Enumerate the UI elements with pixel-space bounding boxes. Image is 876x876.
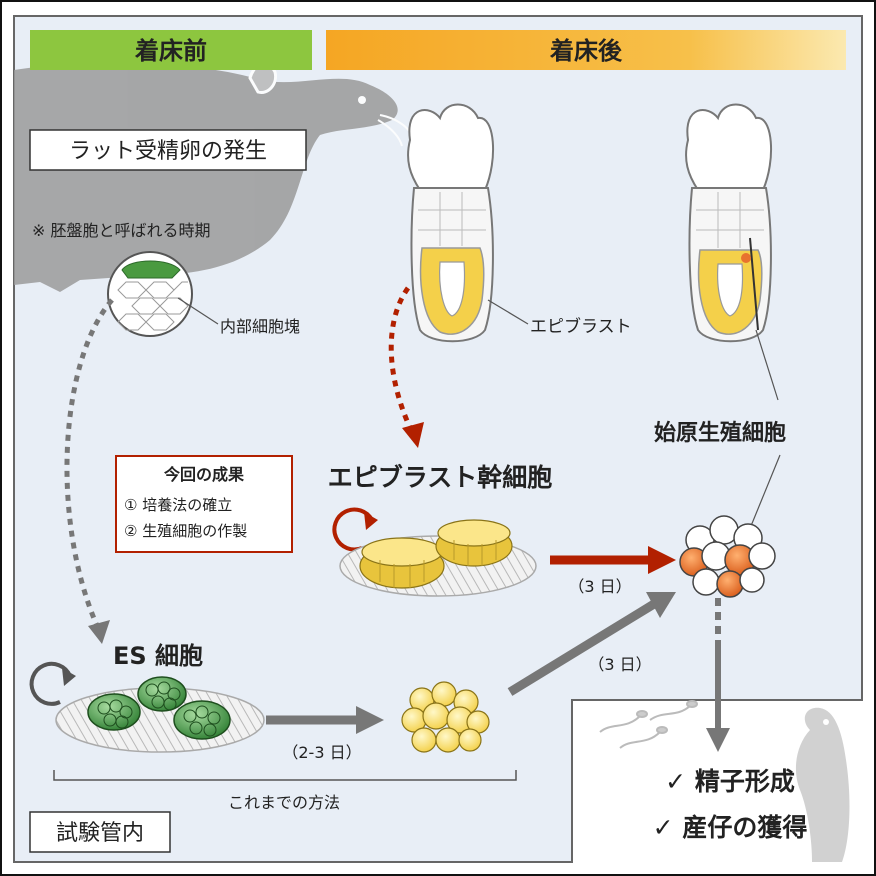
header-post-bar: [326, 30, 846, 70]
offspring-rat-silhouette: [795, 707, 850, 862]
rat-egg-label-box: [29, 129, 307, 171]
pgc-transplant-arrowhead: [706, 728, 730, 752]
epiblast-derivation-arrowhead: [402, 422, 424, 448]
blastocyst: [107, 251, 193, 337]
in-vitro-label-box: [29, 811, 171, 853]
previous-method-label: これまでの方法: [228, 793, 340, 812]
rat-egg-label: ラット受精卵の発生: [69, 139, 267, 164]
header-pre-bar: [30, 30, 312, 70]
epiblast-stem-cells-label: エピブラスト幹細胞: [328, 463, 553, 492]
previous-method-bracket: [53, 770, 517, 781]
epi-colony-2: [435, 519, 513, 567]
results-item-2: ② 生殖細胞の作製: [124, 522, 247, 540]
epi-self-renew-arc: [332, 507, 374, 552]
in-vitro-label: 試験管内: [56, 821, 144, 846]
epi-colony-1: [359, 537, 445, 589]
days-3-bottom-label: （3 日）: [588, 655, 651, 674]
aggregate-to-pgc-arrowhead: [646, 592, 676, 618]
es-colony-3: [173, 700, 231, 740]
pgc-leader-line-top: [755, 329, 779, 401]
es-self-renew-arrowhead: [62, 668, 76, 686]
es-self-renew-arc: [29, 661, 72, 706]
icm-label: 内部細胞塊: [220, 317, 300, 336]
pgc-label: 始原生殖細胞: [654, 420, 786, 446]
es-derivation-arrow: [64, 298, 114, 630]
offspring-label: ✓ 産仔の獲得: [653, 813, 808, 842]
es-colony-2: [137, 676, 187, 712]
epiblast-leader-line: [487, 299, 529, 325]
spermatogenesis-label: ✓ 精子形成: [665, 767, 795, 796]
results-title: 今回の成果: [163, 465, 244, 484]
header-post-label: 着床後: [550, 37, 623, 65]
header-pre-label: 着床前: [135, 37, 207, 65]
embryo-pgc: [685, 103, 773, 343]
epi-to-pgc-arrowhead: [648, 546, 676, 574]
epi-self-renew-arrowhead: [364, 512, 378, 530]
es-colony-1: [87, 693, 141, 731]
pgc-cluster: [679, 515, 776, 598]
epiblast-derivation-arrow: [388, 286, 415, 434]
yellow-aggregate: [401, 681, 490, 753]
embryo-epiblast: [407, 103, 495, 343]
days-2-3-label: （2-3 日）: [282, 743, 361, 762]
epiblast-label: エピブラスト: [530, 316, 632, 337]
sperm-icons: [599, 700, 698, 749]
icm-leader-line: [177, 297, 219, 325]
aggregate-to-pgc-arrow: [507, 600, 657, 696]
es-to-aggregate-arrowhead: [356, 706, 384, 734]
days-3-top-label: （3 日）: [568, 577, 631, 596]
blastocyst-note: ※ 胚盤胞と呼ばれる時期: [32, 221, 211, 240]
results-item-1: ① 培養法の確立: [124, 496, 232, 514]
es-cells-label: ES 細胞: [113, 642, 203, 670]
es-derivation-arrowhead: [88, 620, 110, 644]
results-box: [115, 455, 293, 553]
